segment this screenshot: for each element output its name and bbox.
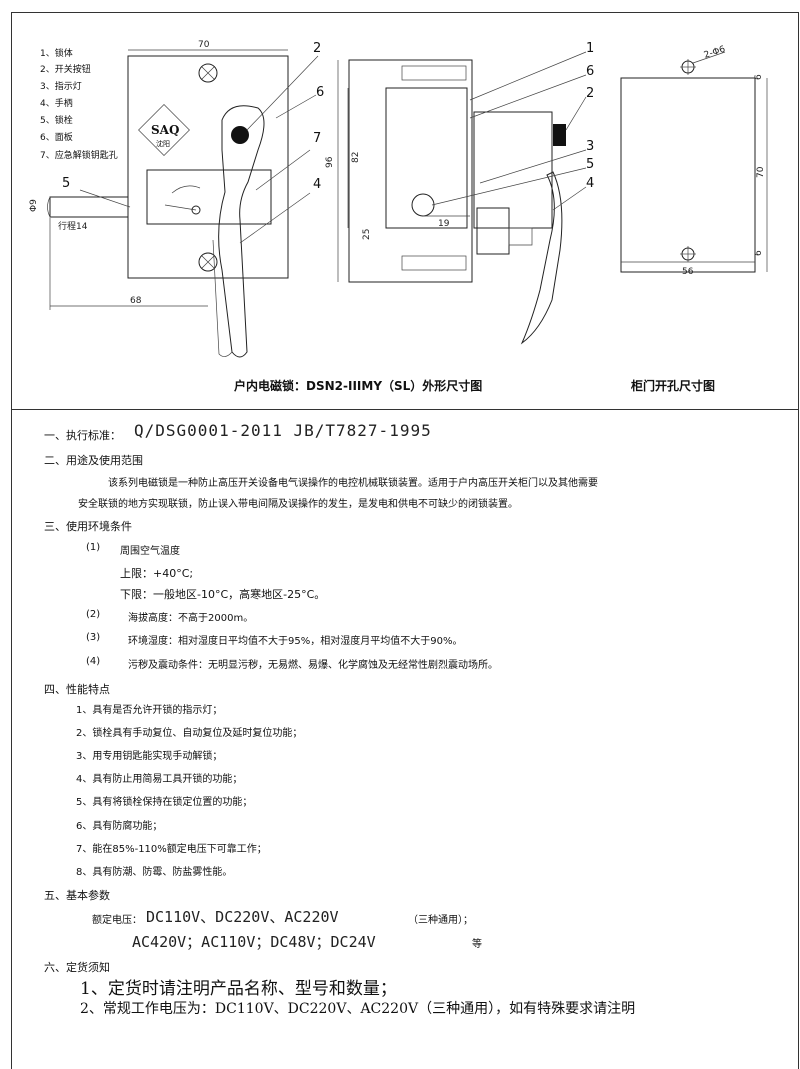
handle-side [520,171,563,345]
env-num: (1) [86,542,101,553]
svg-text:4: 4 [586,176,594,191]
front-view: SAQ 沈阳 [47,55,289,358]
feature-item: 8、具有防潮、防霉、防盐雾性能。 [76,867,233,878]
main-caption: 户内电磁锁：DSN2-IIIMY（SL）外形尺寸图 [234,379,483,393]
cutout-caption: 柜门开孔尺寸图 [631,379,716,393]
svg-text:6: 6 [754,74,764,80]
voltage-line: AC420V；AC110V；DC48V；DC24V [132,933,376,951]
env-num: (3) [86,632,101,643]
svg-text:SAQ: SAQ [151,123,179,137]
key-plate [146,169,272,225]
svg-text:82: 82 [351,152,361,163]
legend-item: 4、手柄 [40,99,73,109]
section-heading: 六、定货须知 [44,961,110,974]
bolt [49,196,129,218]
voltage-line: DC110V、DC220V、AC220V [146,908,339,926]
env-num: (2) [86,609,101,620]
section-heading: 二、用途及使用范围 [44,454,143,467]
order-item: 2、常规工作电压为：DC110V、DC220V、AC220V（三种通用），如有特… [80,1001,636,1017]
env-item: 上限：+40°C; [120,567,194,580]
voltage-note: （三种通用）； [408,915,473,926]
usage-text: 安全联锁的地方实现联锁，防止误入带电间隔及误操作的发生，是发电和供电不可缺少的闭… [78,499,518,510]
legend-item: 1、锁体 [40,49,73,59]
svg-text:行程14: 行程14 [58,220,88,232]
svg-text:2: 2 [313,41,321,56]
legend-item: 5、锁栓 [40,116,73,126]
svg-text:6: 6 [586,64,594,79]
standard-codes: Q/DSG0001-2011 JB/T7827-1995 [134,421,432,440]
svg-text:2: 2 [586,86,594,101]
svg-text:70: 70 [198,40,210,50]
legend-item: 7、应急解锁钥匙孔 [40,151,118,161]
svg-text:56: 56 [682,267,694,277]
svg-text:6: 6 [754,250,764,256]
env-num: (4) [86,656,101,667]
svg-text:5: 5 [62,176,70,191]
svg-text:沈阳: 沈阳 [156,139,170,148]
svg-text:4: 4 [313,177,321,192]
handle [218,105,265,358]
voltage-suffix: 等 [472,939,482,950]
legend-item: 6、面板 [40,133,73,143]
section-heading: 四、性能特点 [44,683,110,696]
feature-item: 5、具有将锁栓保持在锁定位置的功能； [76,797,253,808]
env-item: 环境湿度：相对湿度日平均值不大于95%，相对湿度月平均值不大于90%。 [128,636,463,647]
feature-item: 3、用专用钥匙能实现手动解锁； [76,751,223,762]
params-label: 额定电压： [92,915,142,926]
cutout-view [620,59,756,273]
section-heading: 三、使用环境条件 [44,520,132,533]
feature-item: 4、具有防止用简易工具开锁的功能； [76,774,243,785]
order-item: 1、定货时请注明产品名称、型号和数量； [80,979,397,999]
side-view [348,59,566,345]
svg-text:2-Φ6: 2-Φ6 [703,45,727,61]
drawing-frame [11,12,799,1069]
svg-text:96: 96 [325,156,335,168]
key-hole [191,205,201,215]
section-divider [11,409,799,410]
svg-text:3: 3 [586,139,594,154]
feature-item: 7、能在85%-110%额定电压下可靠工作； [76,844,267,855]
svg-text:Φ9: Φ9 [29,199,39,212]
section-heading: 一、执行标准： [44,429,121,442]
env-item: 下限：一般地区-10°C，高寒地区-25°C。 [120,588,326,601]
usage-text: 该系列电磁锁是一种防止高压开关设备电气误操作的电控机械联锁装置。适用于户内高压开… [108,478,598,489]
feature-item: 1、具有是否允许开锁的指示灯； [76,705,223,716]
svg-text:5: 5 [586,157,594,172]
section-heading: 五、基本参数 [44,889,110,902]
indicator-light [411,193,435,217]
svg-text:7: 7 [313,131,321,146]
legend-item: 3、指示灯 [40,82,82,92]
screw-bottom [198,252,218,272]
feature-item: 6、具有防腐功能； [76,821,163,832]
env-item: 污秽及震动条件：无明显污秽，无易燃、易爆、化学腐蚀及无经常性剧烈震动场所。 [128,660,498,671]
switch-button [231,126,249,144]
screw-top [198,63,218,83]
svg-text:1: 1 [586,41,594,56]
svg-text:6: 6 [316,85,324,100]
svg-text:19: 19 [438,219,450,229]
svg-text:25: 25 [362,229,372,240]
env-item: 海拔高度：不高于2000m。 [128,613,254,624]
svg-text:68: 68 [130,296,142,306]
legend-item: 2、开关按钮 [40,65,91,75]
outline-drawing: SAQ 沈阳 70 68 Φ9 行程14 2 6 7 4 5 [29,40,768,358]
feature-item: 2、锁栓具有手动复位、自动复位及延时复位功能； [76,728,303,739]
svg-text:70: 70 [756,166,766,178]
env-item: 周围空气温度 [120,546,180,557]
brand-logo: SAQ 沈阳 [138,104,190,156]
